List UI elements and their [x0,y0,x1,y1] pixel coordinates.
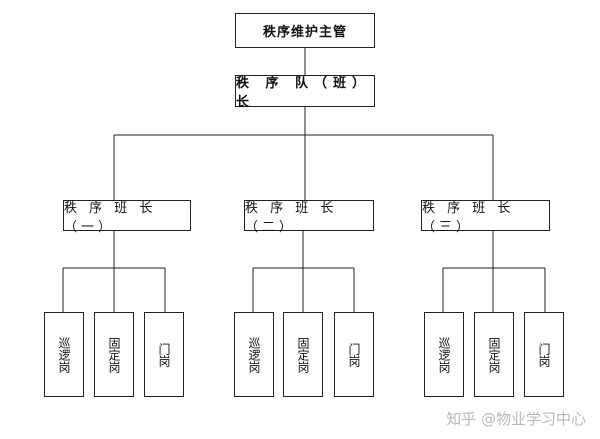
team-leader-label: 秩 序 班 长（三） [422,200,515,235]
post-box-fixed-1: 固定岗 [94,312,134,397]
team-leader-box-2: 秩 序 班 长（二） [244,200,374,235]
post-label: 门岗 [347,342,361,367]
post-box-gate-2: 门岗 [334,312,374,397]
post-label: 门岗 [157,342,171,367]
post-box-patrol-1: 巡逻岗 [44,312,84,397]
team-leader-label: 秩 序 班 长（一） [64,200,157,235]
post-label: 固定岗 [107,336,121,373]
post-box-fixed-3: 固定岗 [474,312,514,397]
team-leader-label: 秩 序 班 长（二） [245,200,338,235]
captain-box: 秩 序 队（班） 长 [235,75,375,110]
team-leader-box-1: 秩 序 班 长（一） [63,200,191,235]
post-label: 固定岗 [487,336,501,373]
supervisor-label: 秩序维护主管 [262,25,347,40]
post-label: 巡逻岗 [247,336,261,373]
watermark: 知乎 @物业学习中心 [446,410,586,428]
post-box-gate-1: 门岗 [144,312,184,397]
post-label: 门岗 [537,342,551,367]
supervisor-box: 秩序维护主管 [235,13,375,48]
post-label: 固定岗 [296,336,310,373]
post-box-gate-3: 门岗 [524,312,564,397]
post-box-patrol-3: 巡逻岗 [424,312,464,397]
post-box-fixed-2: 固定岗 [283,312,323,397]
post-label: 巡逻岗 [57,336,71,373]
team-leader-box-3: 秩 序 班 长（三） [421,200,550,235]
post-box-patrol-2: 巡逻岗 [234,312,274,397]
captain-label: 秩 序 队（班） 长 [236,76,372,110]
post-label: 巡逻岗 [437,336,451,373]
